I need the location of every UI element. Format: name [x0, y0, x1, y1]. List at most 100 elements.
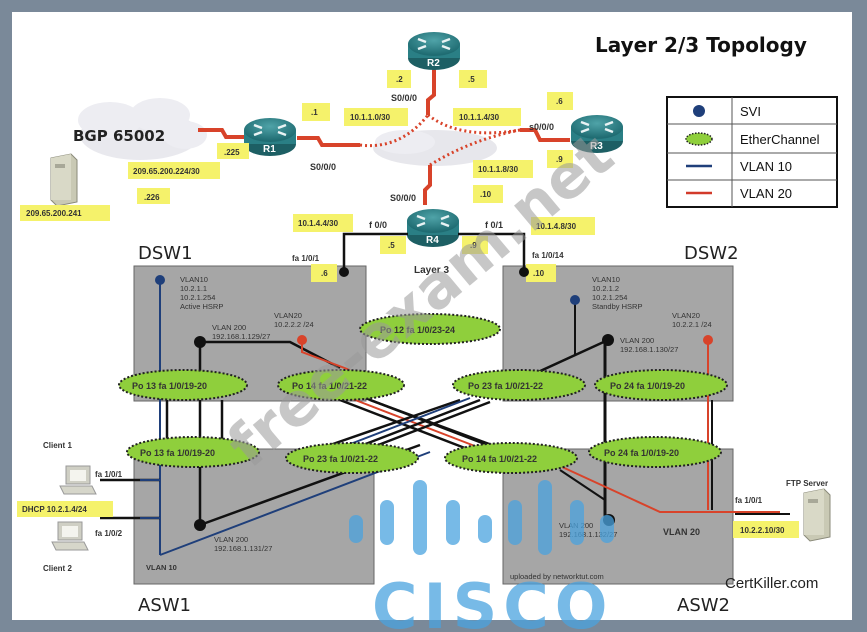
svg-text:209.65.200.224/30: 209.65.200.224/30: [133, 167, 200, 176]
cisco-watermark: CISCO: [349, 480, 614, 632]
svg-text:VLAN 200: VLAN 200: [214, 535, 248, 544]
dsw1-vlan200-svi: [194, 336, 206, 348]
ftp-ip: 10.2.2.10/30: [740, 526, 785, 535]
svg-text:VLAN20: VLAN20: [672, 311, 700, 320]
svg-text:Po 14 fa 1/0/21-22: Po 14 fa 1/0/21-22: [292, 381, 367, 391]
svg-text:10.1.4.8/30: 10.1.4.8/30: [536, 222, 577, 231]
svg-text:10.2.2.2 /24: 10.2.2.2 /24: [274, 320, 314, 329]
svg-text:uploaded by networktut.com: uploaded by networktut.com: [510, 572, 604, 581]
r4-label: R4: [426, 235, 439, 246]
client2-intf: fa 1/0/2: [95, 529, 123, 538]
svg-text:10.1.1.8/30: 10.1.1.8/30: [478, 165, 519, 174]
ftp-server-icon[interactable]: [803, 488, 831, 542]
svg-text:VLAN 10: VLAN 10: [146, 563, 177, 572]
asw1-vlan200-svi: [194, 519, 206, 531]
svg-text:.5: .5: [388, 241, 395, 250]
svg-text:Po 12 fa 1/0/23-24: Po 12 fa 1/0/23-24: [380, 325, 455, 335]
svg-text:.2: .2: [396, 75, 403, 84]
svg-text:Po 23 fa 1/0/21-22: Po 23 fa 1/0/21-22: [303, 454, 378, 464]
svg-text:.225: .225: [224, 148, 240, 157]
asw2-label: ASW2: [677, 595, 730, 616]
svg-text:VLAN 200: VLAN 200: [620, 336, 654, 345]
svg-text:10.2.1.1: 10.2.1.1: [180, 284, 207, 293]
dhcp-label: DHCP 10.2.1.4/24: [22, 505, 87, 514]
svg-text:10.1.1.4/30: 10.1.1.4/30: [459, 113, 500, 122]
asw1-label: ASW1: [138, 595, 191, 616]
svg-text:Active HSRP: Active HSRP: [180, 302, 223, 311]
svg-text:CISCO: CISCO: [372, 570, 613, 632]
client2-icon[interactable]: [51, 521, 89, 551]
dsw2-vlan200-svi: [602, 334, 614, 346]
svg-text:.9: .9: [470, 241, 477, 250]
svg-text:VLAN10: VLAN10: [180, 275, 208, 284]
layer3-label: Layer 3: [414, 265, 449, 276]
svg-text:.6: .6: [556, 97, 563, 106]
r2-label: R2: [427, 58, 440, 69]
r4-f01: f 0/1: [485, 220, 503, 230]
ftp-label: FTP Server: [786, 479, 828, 488]
ip-labels: .225 209.65.200.224/30 .226 .1 10.1.1.0/…: [128, 70, 595, 282]
r2-intf: S0/0/0: [391, 93, 417, 103]
trunk-links: [100, 280, 790, 556]
wan-cloud: [373, 130, 497, 166]
svg-text:Standby HSRP: Standby HSRP: [592, 302, 642, 311]
svg-text:.10: .10: [533, 269, 545, 278]
legend-vlan10: VLAN 10: [740, 159, 792, 174]
client1-icon[interactable]: [59, 465, 97, 495]
client1-label: Client 1: [43, 441, 72, 450]
svg-text:Po 14 fa 1/0/21-22: Po 14 fa 1/0/21-22: [462, 454, 537, 464]
bgp-cloud: BGP 65002: [73, 98, 207, 160]
svg-text:.10: .10: [480, 190, 492, 199]
svg-text:192.168.1.132/27: 192.168.1.132/27: [559, 530, 617, 539]
svg-text:10.2.1.254: 10.2.1.254: [180, 293, 215, 302]
legend-svi: SVI: [740, 104, 761, 119]
svg-text:VLAN10: VLAN10: [592, 275, 620, 284]
svg-text:.6: .6: [321, 269, 328, 278]
diagram-title: Layer 2/3 Topology: [595, 33, 807, 57]
svi-icon: [693, 105, 705, 117]
svg-text:VLAN20: VLAN20: [274, 311, 302, 320]
svg-text:.5: .5: [468, 75, 475, 84]
r3-label: R3: [590, 141, 603, 152]
legend: SVI EtherChannel VLAN 10 VLAN 20: [666, 96, 838, 208]
dsw2-label: DSW2: [684, 243, 739, 264]
svg-text:.226: .226: [144, 193, 160, 202]
svg-text:.1: .1: [311, 108, 318, 117]
r4-f00: f 0/0: [369, 220, 387, 230]
svg-text:192.168.1.131/27: 192.168.1.131/27: [214, 544, 272, 553]
svg-text:Po 24 fa 1/0/19-20: Po 24 fa 1/0/19-20: [604, 448, 679, 458]
bgp-server-icon: [50, 153, 78, 207]
r3-intf: s0/0/0: [529, 122, 554, 132]
svg-text:Po 24 fa 1/0/19-20: Po 24 fa 1/0/19-20: [610, 381, 685, 391]
certkiller-watermark: CertKiller.com: [725, 575, 818, 592]
dsw2-vlan10-svi: [570, 295, 580, 305]
dsw1-vlan10-svi: [155, 275, 165, 285]
client1-intf: fa 1/0/1: [95, 470, 123, 479]
etherchannel-icon: [685, 132, 713, 146]
svg-text:192.168.1.130/27: 192.168.1.130/27: [620, 345, 678, 354]
client2-label: Client 2: [43, 564, 72, 573]
r1-intf: S0/0/0: [310, 162, 336, 172]
svg-text:Po 13 fa 1/0/19-20: Po 13 fa 1/0/19-20: [132, 381, 207, 391]
legend-etherchannel: EtherChannel: [740, 132, 820, 147]
svg-text:.9: .9: [556, 155, 563, 164]
r1-label: R1: [263, 144, 276, 155]
dsw1-vlan20-svi: [297, 335, 307, 345]
svg-text:VLAN 200: VLAN 200: [212, 323, 246, 332]
dsw1-label: DSW1: [138, 243, 193, 264]
dsw2-uplink-intf: fa 1/0/14: [532, 251, 564, 260]
svg-text:Po 23 fa 1/0/21-22: Po 23 fa 1/0/21-22: [468, 381, 543, 391]
bgp-label: BGP 65002: [73, 127, 165, 145]
svg-text:10.1.1.0/30: 10.1.1.0/30: [350, 113, 391, 122]
svg-text:10.2.2.1 /24: 10.2.2.1 /24: [672, 320, 712, 329]
svg-text:Po 13 fa 1/0/19-20: Po 13 fa 1/0/19-20: [140, 448, 215, 458]
bgp-server-ip: 209.65.200.241: [26, 209, 82, 218]
svg-text:VLAN 20: VLAN 20: [663, 527, 700, 537]
serial-links: [198, 66, 570, 205]
etherchannels: Po 12 fa 1/0/23-24 Po 13 fa 1/0/19-20 Po…: [118, 313, 728, 474]
svg-text:10.1.4.4/30: 10.1.4.4/30: [298, 219, 339, 228]
svg-text:192.168.1.129/27: 192.168.1.129/27: [212, 332, 270, 341]
ftp-intf: fa 1/0/1: [735, 496, 763, 505]
svg-text:10.2.1.254: 10.2.1.254: [592, 293, 627, 302]
